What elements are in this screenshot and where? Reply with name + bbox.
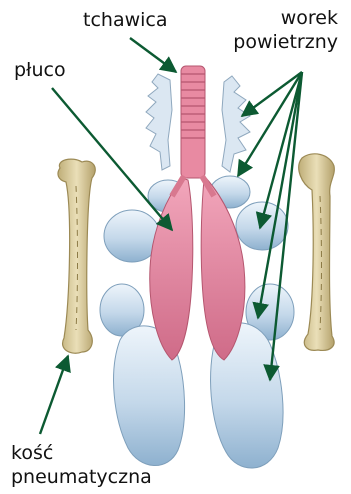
arrow-bone (40, 356, 68, 434)
label-trachea: tchawica (83, 8, 168, 32)
left-pneumatic-bone (58, 159, 95, 353)
label-air-sac-line2: powietrzny (233, 30, 338, 54)
right-pneumatic-bone (299, 154, 335, 351)
trachea (172, 66, 214, 196)
label-bone-line2: pneumatyczna (11, 465, 152, 489)
label-air-sac-line1: worek (233, 6, 338, 30)
anterior-air-sacs (100, 176, 294, 340)
label-lung: płuco (14, 58, 66, 82)
label-pneumatic-bone: kość pneumatyczna (11, 441, 152, 489)
arrow-trachea (130, 38, 176, 72)
label-air-sac: worek powietrzny (233, 6, 338, 54)
arrow-sac-3 (260, 72, 302, 228)
label-bone-line1: kość (11, 441, 152, 465)
